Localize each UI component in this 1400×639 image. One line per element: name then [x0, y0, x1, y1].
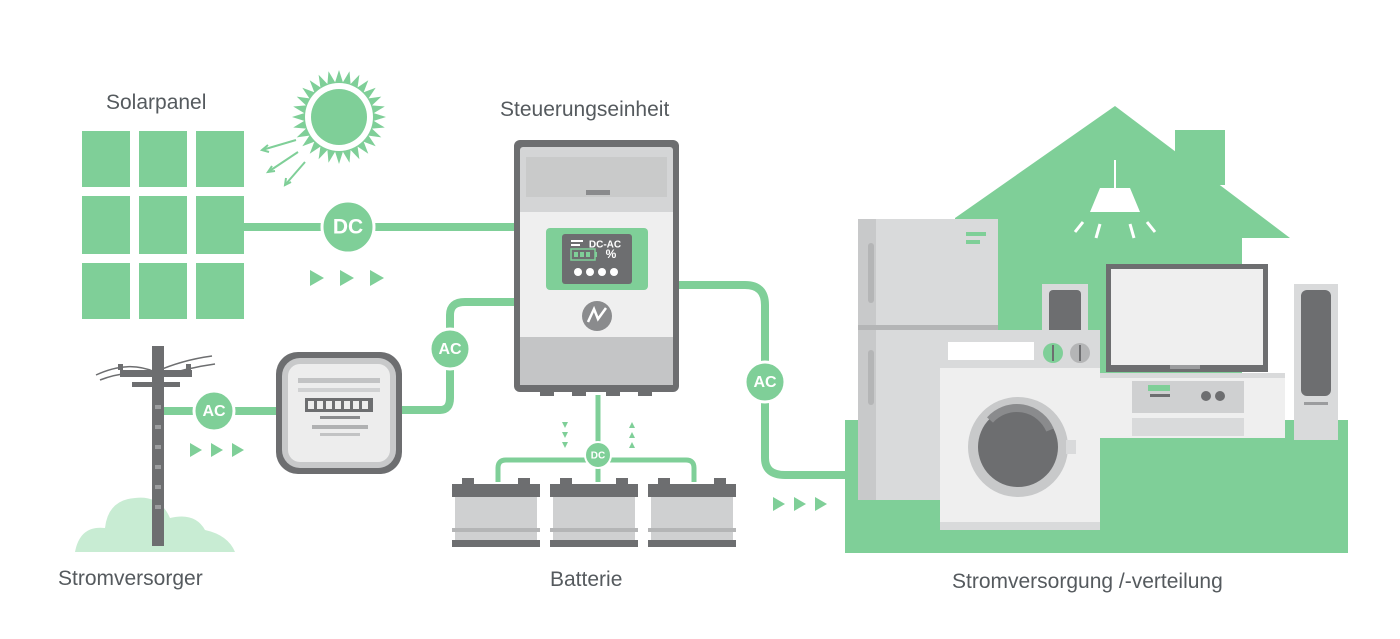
ac-label: AC [202, 403, 226, 420]
dc-label: DC [591, 451, 605, 462]
connector-ac-meter: AC [428, 327, 472, 371]
connector-ac-house: AC [743, 360, 787, 404]
dc-label: DC [333, 216, 363, 239]
lamp-icon [1073, 160, 1157, 239]
power-meter-icon [276, 352, 402, 474]
controller-label: Steuerungseinheit [500, 98, 670, 121]
solar-panel-icon [82, 131, 244, 319]
sun-icon [259, 70, 386, 187]
wires [160, 223, 860, 479]
television-icon [1100, 264, 1285, 438]
washing-machine-icon [940, 330, 1100, 530]
utility-pole-icon [75, 346, 235, 552]
battery-label: Batterie [550, 568, 623, 591]
battery-icon [452, 478, 736, 547]
ac-label: AC [753, 374, 777, 391]
inverter-icon: DC-AC % [514, 140, 679, 396]
battery-wires [495, 395, 697, 482]
connector-dc-solar: DC [320, 199, 376, 255]
speaker-icon [1042, 284, 1338, 440]
controller-percent-label: % [606, 247, 617, 261]
connector-ac-grid: AC [192, 389, 236, 433]
grid-label: Stromversorger [58, 567, 203, 590]
solar-panel-label: Solarpanel [106, 91, 207, 114]
flow-arrow-icon [190, 270, 827, 511]
connector-dc-battery: DC [584, 441, 612, 469]
distribution-label: Stromversorgung /-verteilung [952, 570, 1223, 593]
controller-mode-label: DC-AC [589, 240, 621, 251]
ac-label: AC [438, 341, 462, 358]
